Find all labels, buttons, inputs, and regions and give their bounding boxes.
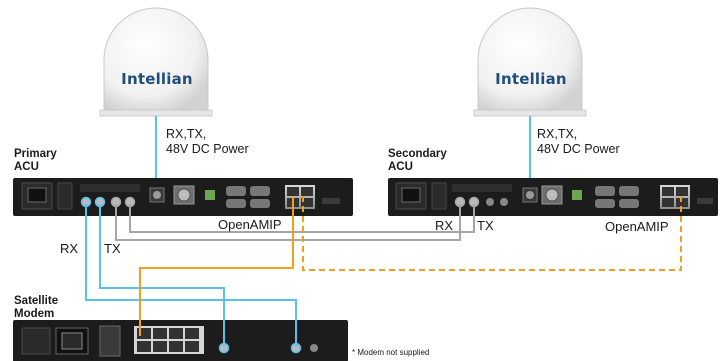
satellite-modem-label-line2: Modem bbox=[14, 308, 55, 320]
openamip-label-right: OpenAMIP bbox=[605, 219, 669, 234]
rx-label-right: RX bbox=[435, 218, 454, 233]
power-label-right: RX,TX, 48V DC Power bbox=[537, 127, 620, 157]
tx-label-left: TX bbox=[104, 241, 121, 256]
secondary-acu-unit bbox=[388, 178, 718, 216]
tx-label-right: TX bbox=[477, 218, 494, 233]
primary-acu-label-line2: ACU bbox=[14, 161, 39, 173]
primary-acu-label: Primary ACU bbox=[14, 148, 57, 174]
tx-cable-to-modem bbox=[99, 204, 225, 346]
secondary-acu-label-line2: ACU bbox=[388, 161, 413, 173]
antenna-radome-right bbox=[473, 7, 587, 117]
primary-acu-label-line1: Primary bbox=[14, 148, 57, 160]
satellite-modem-unit bbox=[13, 320, 348, 361]
antenna-logo-right: Intellian bbox=[495, 70, 567, 88]
power-label-right-line2: 48V DC Power bbox=[537, 142, 620, 156]
power-label-left-line1: RX,TX, bbox=[166, 127, 207, 141]
primary-acu-unit bbox=[13, 178, 353, 216]
power-label-left: RX,TX, 48V DC Power bbox=[166, 127, 249, 157]
secondary-acu-label: Secondary ACU bbox=[388, 148, 447, 174]
openamip-cable-primary bbox=[139, 196, 294, 336]
power-label-left-line2: 48V DC Power bbox=[166, 142, 249, 156]
rx-cable-to-modem bbox=[85, 204, 297, 346]
inter-acu-cable-rx bbox=[115, 204, 461, 241]
rx-label-left: RX bbox=[60, 241, 79, 256]
secondary-acu-label-line1: Secondary bbox=[388, 148, 447, 160]
footnote: * Modem not supplied bbox=[352, 348, 430, 357]
antenna-radome-left bbox=[99, 7, 213, 117]
openamip-cable-secondary bbox=[302, 196, 682, 271]
satellite-modem-label: Satellite Modem bbox=[14, 295, 58, 321]
power-label-right-line1: RX,TX, bbox=[537, 127, 578, 141]
antenna-logo-left: Intellian bbox=[121, 70, 193, 88]
openamip-label-left: OpenAMIP bbox=[218, 217, 282, 232]
satellite-modem-label-line1: Satellite bbox=[14, 295, 59, 307]
